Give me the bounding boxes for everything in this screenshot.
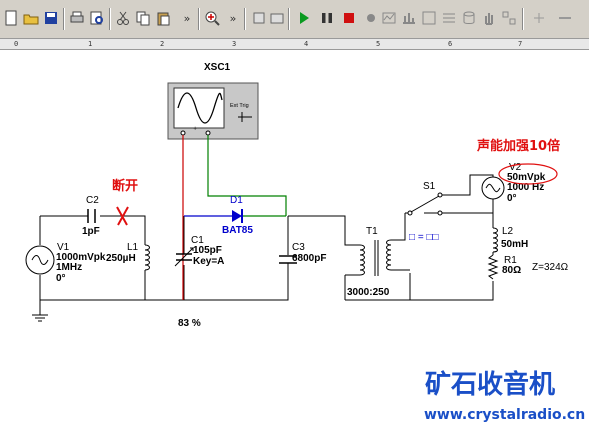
netlist-icon[interactable] [440, 10, 458, 28]
pause-simulation-icon[interactable] [318, 10, 336, 28]
switch-s1[interactable]: S1 □ = □□ [405, 181, 470, 243]
highlight-ellipse [498, 163, 558, 185]
source-v2[interactable]: V2 50mVpk 1000 Hz 0° [481, 162, 558, 204]
black-wires [39, 174, 494, 315]
scope-waveform-icon [177, 92, 223, 124]
ruler-tick: 6 [448, 40, 453, 48]
v2-phase: 0° [507, 193, 517, 204]
r1-name: R1 [504, 255, 517, 266]
scope-channel-b-wire [207, 135, 287, 216]
cut-icon[interactable] [114, 10, 132, 28]
ruler: 0 1 2 3 4 5 6 7 [0, 39, 589, 50]
transformer-t1[interactable]: T1 3000:250 [347, 226, 392, 298]
s1-name: S1 [423, 181, 436, 192]
c2-name: C2 [86, 195, 99, 206]
l2-value: 50mH [501, 239, 528, 250]
gain-annotation: 声能加强10倍 [476, 138, 560, 154]
oscilloscope-xsc1[interactable]: XSC1 Ext Trig + [167, 62, 259, 140]
instrument-icon[interactable] [268, 10, 286, 28]
capacitor-c3[interactable]: C3 6800pF [279, 242, 326, 275]
zoom-in-icon[interactable] [203, 10, 221, 28]
stop-simulation-icon[interactable] [340, 10, 358, 28]
t1-ratio: 3000:250 [347, 287, 390, 298]
ruler-tick: 2 [160, 40, 165, 48]
capacitor-c2[interactable]: C2 1pF [82, 195, 100, 237]
d1-value: BAT85 [222, 225, 253, 236]
watermark-title: 矿石收音机 [425, 369, 555, 400]
print-preview-icon[interactable] [88, 10, 106, 28]
postprocessor-icon[interactable] [420, 10, 438, 28]
inductor-l1[interactable]: L1 250µH [106, 242, 150, 271]
t1-name: T1 [366, 226, 378, 237]
ruler-tick: 4 [304, 40, 309, 48]
r1-value: 80Ω [502, 265, 521, 276]
analysis-icon[interactable] [400, 10, 418, 28]
ruler-tick: 5 [376, 40, 381, 48]
l1-name: L1 [127, 242, 139, 253]
component-icon[interactable] [250, 10, 268, 28]
sine-icon [31, 255, 49, 265]
break-mark-icon: 断开 [112, 178, 138, 226]
variable-capacitor-c1[interactable]: C1 105pF Key=A [174, 216, 224, 267]
ruler-tick: 3 [232, 40, 237, 48]
new-file-icon[interactable] [2, 10, 20, 28]
resistor-r1[interactable]: R1 80Ω [487, 254, 521, 280]
hand-tool-icon[interactable] [480, 10, 498, 28]
ground-icon [32, 314, 48, 322]
run-simulation-icon[interactable] [295, 10, 313, 28]
v2-name: V2 [509, 162, 522, 173]
open-folder-icon[interactable] [22, 10, 40, 28]
s1-key: □ = □□ [409, 232, 439, 243]
v1-phase: 0° [56, 273, 66, 284]
copy-icon[interactable] [134, 10, 152, 28]
probe-icon[interactable] [362, 10, 380, 28]
ruler-tick: 7 [518, 40, 523, 48]
source-v1[interactable]: V1 1000mVpk 1MHz 0° [25, 242, 106, 284]
v2-frequency: 1000 Hz [507, 182, 544, 193]
hierarchy-icon[interactable] [500, 10, 518, 28]
c3-name: C3 [292, 242, 305, 253]
break-annotation: 断开 [112, 178, 138, 194]
l2-name: L2 [502, 226, 514, 237]
inductor-l2[interactable]: L2 50mH [492, 226, 528, 253]
c1-key: Key=A [193, 256, 224, 267]
impedance-label: Z=324Ω [532, 262, 569, 273]
c2-value: 1pF [82, 226, 100, 237]
place-bus-icon[interactable] [556, 10, 574, 28]
v2-amplitude: 50mVpk [507, 172, 546, 183]
scope-label: XSC1 [204, 62, 231, 73]
toolbar: » » [0, 0, 589, 39]
ruler-tick: 0 [14, 40, 19, 48]
c3-value: 6800pF [292, 253, 326, 264]
print-icon[interactable] [68, 10, 86, 28]
toolbar-overflow-2-icon[interactable]: » [229, 12, 237, 25]
diode-d1[interactable]: D1 BAT85 [184, 195, 253, 236]
v1-amplitude: 1000mVpk [56, 252, 106, 263]
save-icon[interactable] [42, 10, 60, 28]
scope-trigger-label: Ext Trig [230, 103, 249, 109]
ruler-tick: 1 [88, 40, 93, 48]
place-junction-icon[interactable] [530, 10, 548, 28]
c1-value: 105pF [193, 245, 222, 256]
c1-name: C1 [191, 235, 204, 246]
grapher-icon[interactable] [380, 10, 398, 28]
v1-frequency: 1MHz [56, 262, 82, 273]
d1-name: D1 [230, 195, 243, 206]
svg-text:+: + [193, 126, 197, 132]
paste-icon[interactable] [154, 10, 172, 28]
watermark-url: www.crystalradio.cn [424, 407, 585, 423]
database-icon[interactable] [460, 10, 478, 28]
watermark: 矿石收音机 www.crystalradio.cn [424, 369, 585, 423]
toolbar-overflow-icon[interactable]: » [183, 12, 191, 25]
v1-name: V1 [57, 242, 70, 253]
l1-value: 250µH [106, 253, 136, 264]
sine-icon [485, 183, 501, 193]
schematic-canvas[interactable]: XSC1 Ext Trig + [0, 50, 589, 427]
percent-label: 83 % [178, 318, 201, 329]
